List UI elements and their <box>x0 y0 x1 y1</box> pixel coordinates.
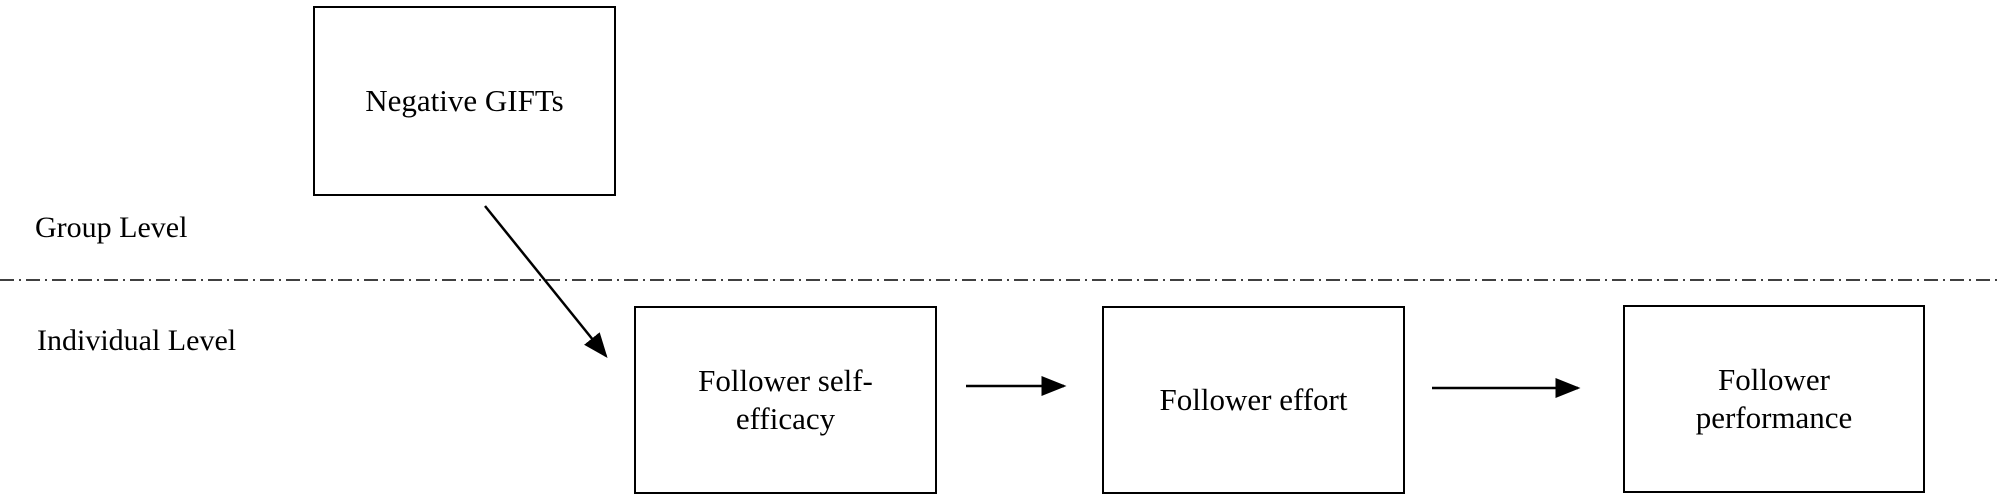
group-level-label: Group Level <box>35 211 188 244</box>
node-label-line: Follower <box>1718 362 1830 397</box>
individual-level-label: Individual Level <box>37 324 237 357</box>
node-follower-performance-label: Follower performance <box>1696 361 1853 437</box>
node-label-line: Follower self- <box>698 363 873 398</box>
node-follower-effort-label: Follower effort <box>1160 381 1348 419</box>
node-follower-performance: Follower performance <box>1623 305 1925 493</box>
node-label-line: efficacy <box>735 401 836 436</box>
node-label-line: performance <box>1695 400 1853 435</box>
node-label-line: Follower effort <box>1159 382 1348 417</box>
node-follower-effort: Follower effort <box>1102 306 1405 494</box>
node-follower-self-efficacy: Follower self- efficacy <box>634 306 937 494</box>
node-follower-self-efficacy-label: Follower self- efficacy <box>698 362 873 438</box>
node-label-line: Negative GIFTs <box>365 83 564 118</box>
node-negative-gifts-label: Negative GIFTs <box>365 82 563 120</box>
node-negative-gifts: Negative GIFTs <box>313 6 616 196</box>
edge-negative-gifts-to-self-efficacy <box>484 205 608 358</box>
